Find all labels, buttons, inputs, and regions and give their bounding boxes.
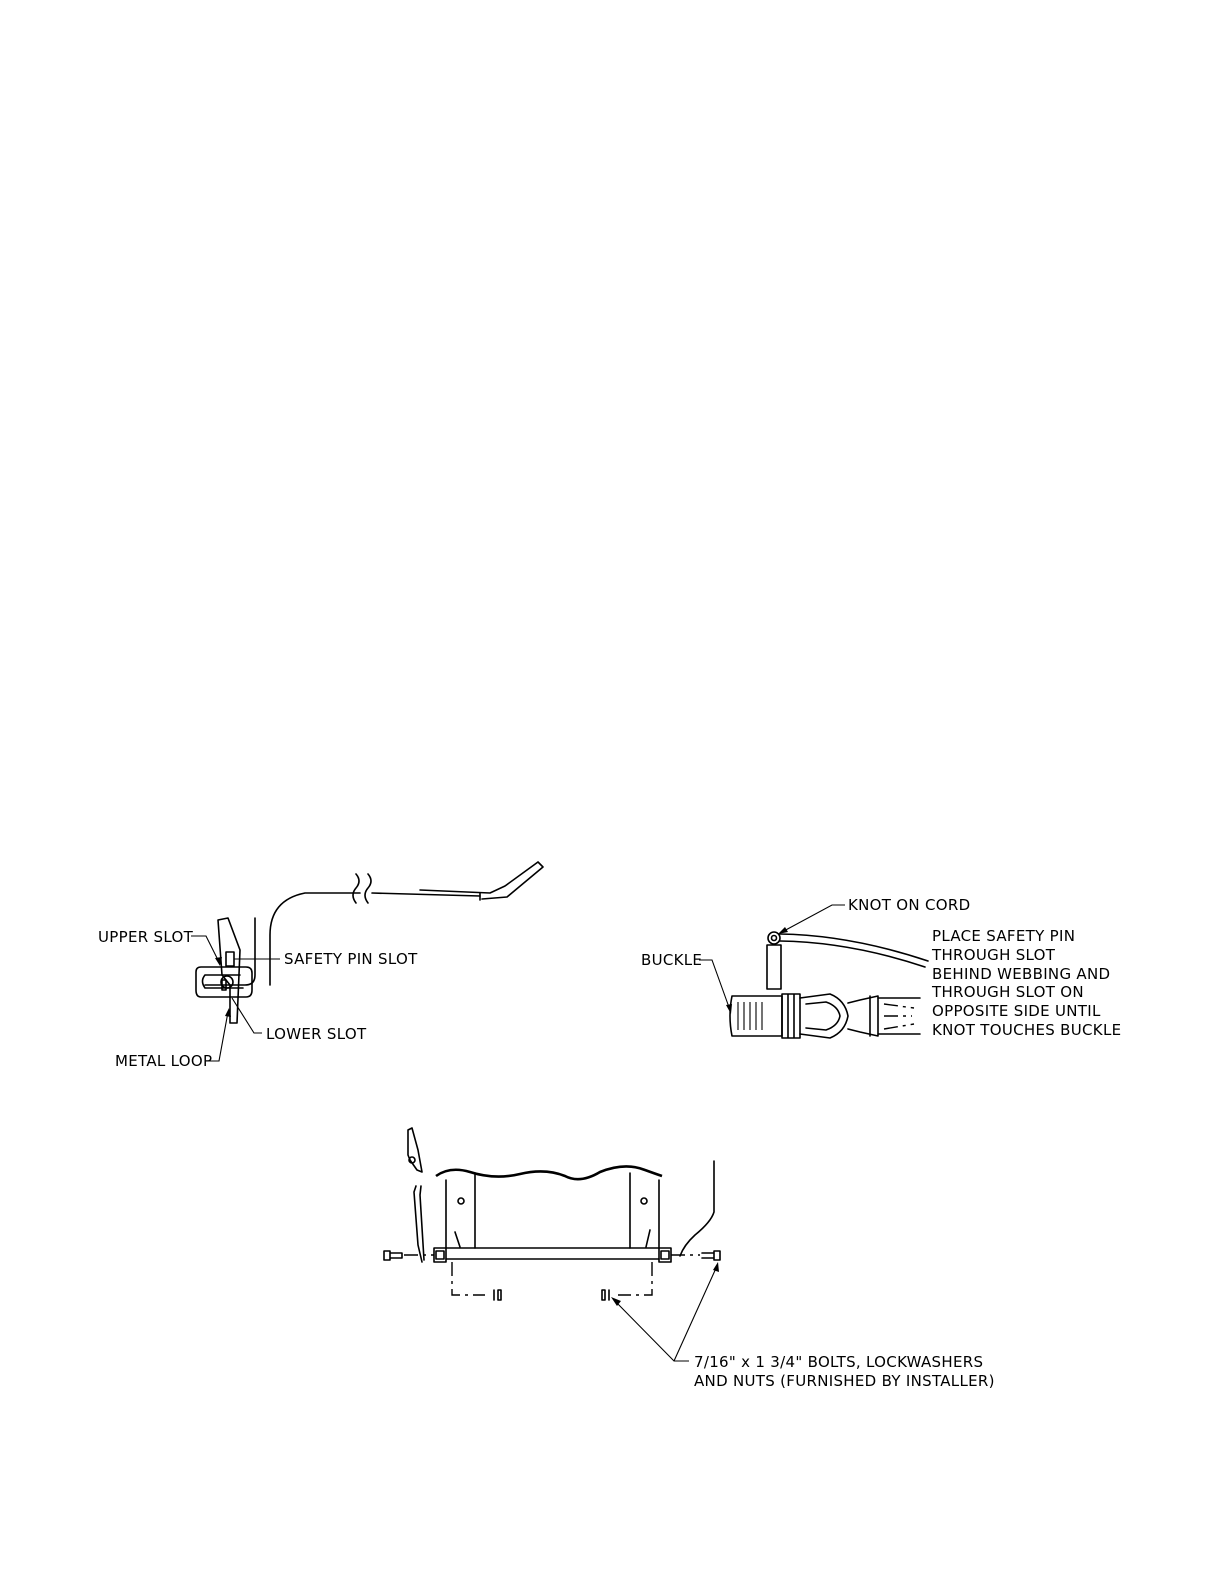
lower-bolt-left	[494, 1290, 501, 1300]
label-upper-slot: UPPER SLOT	[98, 928, 194, 946]
figure-safety-pin-slot: UPPER SLOT SAFETY PIN SLOT LOWER SLOT ME…	[98, 862, 543, 1070]
instruction-line-3: BEHIND WEBBING AND	[932, 965, 1110, 983]
label-buckle: BUCKLE	[641, 951, 702, 969]
label-bolts-line-1: 7/16" x 1 3/4" BOLTS, LOCKWASHERS	[694, 1353, 983, 1371]
left-pin	[408, 1128, 422, 1172]
instruction-line-1: PLACE SAFETY PIN	[932, 927, 1075, 945]
break-symbol	[353, 874, 359, 903]
right-bolt	[702, 1251, 720, 1260]
figure-mounting-bolts: 7/16" x 1 3/4" BOLTS, LOCKWASHERS AND NU…	[384, 1128, 995, 1390]
label-knot-on-cord: KNOT ON CORD	[848, 896, 970, 914]
base-rail	[446, 1248, 659, 1259]
lower-bolt-right	[602, 1290, 609, 1300]
label-metal-loop: METAL LOOP	[115, 1052, 212, 1070]
label-safety-pin-slot: SAFETY PIN SLOT	[284, 950, 418, 968]
metal-loop-body	[196, 967, 252, 997]
instruction-line-4: THROUGH SLOT ON	[931, 983, 1084, 1001]
left-bracket	[446, 1173, 475, 1248]
right-bracket	[630, 1173, 659, 1248]
instruction-line-6: KNOT TOUCHES BUCKLE	[932, 1021, 1121, 1039]
pin-handle	[420, 862, 543, 899]
break-line	[436, 1166, 662, 1179]
right-strap	[680, 1161, 714, 1256]
figure-buckle: KNOT ON CORD BUCKLE PLACE SAFETY PIN THR…	[641, 896, 1121, 1039]
cord	[780, 934, 928, 961]
loop-strap	[218, 918, 240, 1023]
label-bolts-line-2: AND NUTS (FURNISHED BY INSTALLER)	[694, 1372, 995, 1390]
label-lower-slot: LOWER SLOT	[266, 1025, 367, 1043]
left-cord	[414, 1186, 424, 1262]
cord-right	[372, 893, 480, 896]
cord-inner-curve	[270, 893, 360, 985]
safety-pin-slot-rect	[226, 952, 234, 966]
buckle-bar	[782, 994, 800, 1038]
left-bolt	[384, 1251, 402, 1260]
webbing-clip	[848, 996, 878, 1036]
safety-pin	[767, 945, 781, 989]
instruction-line-5: OPPOSITE SIDE UNTIL	[932, 1002, 1101, 1020]
instruction-line-2: THROUGH SLOT	[931, 946, 1056, 964]
